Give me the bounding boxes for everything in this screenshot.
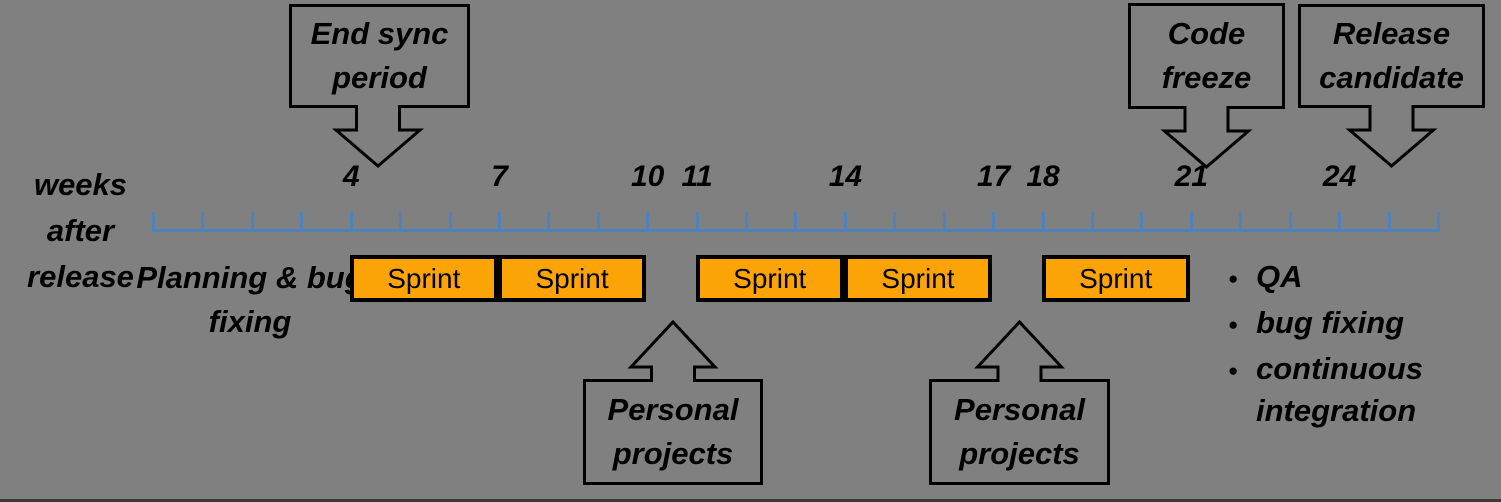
callout-code-freeze-line2: freeze <box>1161 60 1252 95</box>
timeline-tick <box>448 212 452 232</box>
qa-note-item: ● continuous integration <box>1228 348 1501 432</box>
personal-projects-1-up-arrow-icon <box>627 319 719 382</box>
personal-projects-2-line1: Personal <box>954 392 1085 427</box>
callout-code-freeze: Code freeze <box>1128 3 1285 109</box>
end-sync-down-arrow-icon <box>331 105 425 168</box>
axis-caption-line1: weeks <box>33 167 128 202</box>
week-label-7: 7 <box>491 160 508 193</box>
timeline-tick <box>1288 212 1292 232</box>
sprint-box-label: Sprint <box>733 262 807 294</box>
week-label-4: 4 <box>342 160 360 193</box>
callout-release-candidate: Release candidate <box>1298 4 1485 108</box>
timeline-tick <box>992 212 996 232</box>
callout-release-candidate-line1: Release <box>1332 16 1451 51</box>
timeline-tick <box>1189 212 1193 232</box>
axis-caption-line2: after <box>46 213 115 248</box>
sprint-box-5: Sprint <box>1041 255 1190 302</box>
planning-line2: & bug fixing <box>208 260 364 339</box>
personal-projects-2-up-arrow-icon <box>974 319 1065 382</box>
timeline-tick <box>1338 212 1342 232</box>
bottom-edge-bar <box>0 499 1501 502</box>
timeline-tick <box>843 212 847 232</box>
planning-line1: Planning <box>136 260 268 295</box>
bullet-icon: ● <box>1228 315 1239 334</box>
sprint-box-2: Sprint <box>497 255 647 302</box>
code-freeze-down-arrow-icon <box>1160 106 1253 169</box>
sprint-box-label: Sprint <box>881 262 955 294</box>
personal-projects-2-line2: projects <box>959 436 1080 471</box>
callout-personal-projects-2: Personal projects <box>929 379 1110 485</box>
qa-note-item: ● QA <box>1228 256 1501 298</box>
timeline-tick <box>794 212 798 232</box>
timeline-tick <box>1239 212 1243 232</box>
timeline-tick <box>1140 212 1144 232</box>
sprint-box-label: Sprint <box>535 262 609 294</box>
personal-projects-1-line1: Personal <box>607 392 739 427</box>
week-label-24: 24 <box>1322 160 1357 193</box>
callout-personal-projects-1: Personal projects <box>583 379 763 485</box>
sprint-box-3: Sprint <box>695 255 844 302</box>
timeline-tick <box>201 212 205 232</box>
qa-note-text: QA <box>1256 259 1303 294</box>
timeline-tick <box>942 212 946 232</box>
week-label-10: 10 <box>631 160 665 193</box>
sprint-box-label: Sprint <box>1079 262 1153 294</box>
sprint-box-label: Sprint <box>387 262 461 294</box>
sprint-box-1: Sprint <box>349 255 498 302</box>
qa-note-item: ● bug fixing <box>1228 302 1501 344</box>
week-label-14: 14 <box>828 160 863 193</box>
timeline-tick <box>547 212 551 232</box>
timeline-tick <box>646 212 650 232</box>
week-label-21: 21 <box>1174 160 1208 193</box>
timeline-tick <box>300 212 304 232</box>
release-candidate-down-arrow-icon <box>1345 105 1438 168</box>
callout-end-sync-line2: period <box>332 60 427 95</box>
personal-projects-1-line2: projects <box>612 436 734 471</box>
timeline-tick <box>1090 212 1094 232</box>
qa-note-text: continuous integration <box>1256 351 1424 428</box>
week-label-17: 17 <box>976 160 1011 193</box>
timeline-tick <box>893 212 897 232</box>
sprint-box-4: Sprint <box>843 255 993 302</box>
timeline-tick <box>152 212 155 232</box>
qa-notes-list: ● QA ● bug fixing ● continuous integration <box>1228 256 1501 436</box>
timeline-tick <box>349 212 353 232</box>
timeline-tick <box>745 212 749 232</box>
callout-code-freeze-line1: Code <box>1167 16 1246 51</box>
timeline-tick <box>596 212 600 232</box>
timeline-tick <box>399 212 403 232</box>
timeline-tick <box>250 212 254 232</box>
callout-end-sync-period: End sync period <box>289 4 470 108</box>
bullet-icon: ● <box>1228 361 1239 380</box>
planning-phase-label: Planning & bug fixing <box>118 256 382 344</box>
qa-note-text: bug fixing <box>1256 305 1405 340</box>
timeline-tick <box>1436 212 1440 232</box>
bullet-icon: ● <box>1228 269 1239 288</box>
week-label-18: 18 <box>1026 160 1060 193</box>
axis-caption-line3: release <box>27 259 134 294</box>
timeline-tick <box>695 212 699 232</box>
callout-release-candidate-line2: candidate <box>1319 60 1464 95</box>
week-label-11: 11 <box>681 160 713 193</box>
timeline-tick <box>1387 212 1391 232</box>
callout-end-sync-line1: End sync <box>310 16 449 51</box>
axis-caption-weeks-after-release: weeks after release <box>8 162 153 300</box>
timeline-tick <box>497 212 501 232</box>
timeline-tick <box>1041 212 1045 232</box>
